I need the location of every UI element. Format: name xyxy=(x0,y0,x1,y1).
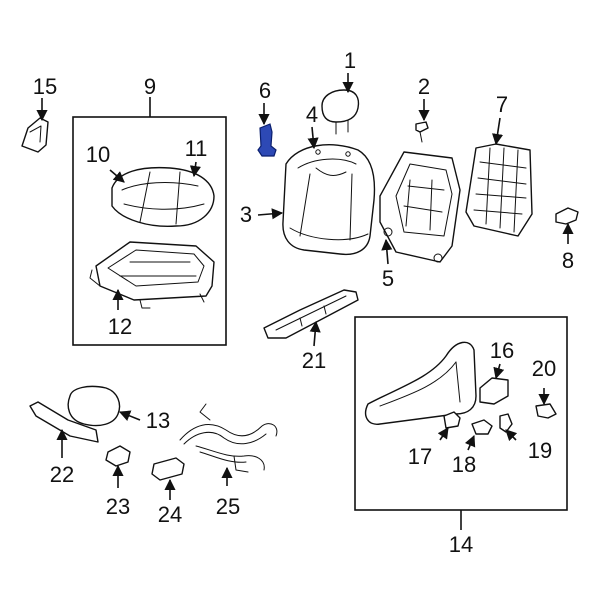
callout-18[interactable]: 18 xyxy=(452,452,476,477)
part-6-headrest-guide[interactable] xyxy=(257,123,277,157)
part-17-switch[interactable] xyxy=(443,411,461,429)
part-12-seat-frame[interactable] xyxy=(89,241,215,309)
part-13-armrest-pad[interactable] xyxy=(67,385,121,427)
leader-11 xyxy=(189,161,201,178)
leader-10 xyxy=(109,169,125,183)
callout-3[interactable]: 3 xyxy=(240,202,252,227)
leader-13 xyxy=(118,410,141,421)
callout-12[interactable]: 12 xyxy=(108,314,132,339)
leader-19 xyxy=(505,429,518,442)
callout-17[interactable]: 17 xyxy=(408,444,432,469)
callout-11[interactable]: 11 xyxy=(185,136,208,161)
callout-20[interactable]: 20 xyxy=(532,356,556,381)
leader-4 xyxy=(307,126,319,150)
leader-7 xyxy=(491,117,504,146)
callout-19[interactable]: 19 xyxy=(528,438,552,463)
callout-14[interactable]: 14 xyxy=(449,532,473,557)
callout-25[interactable]: 25 xyxy=(216,494,240,519)
part-19-knob[interactable] xyxy=(499,413,513,433)
part-10-seat-cushion-pad[interactable] xyxy=(111,166,215,228)
callout-4[interactable]: 4 xyxy=(306,102,318,127)
callout-23[interactable]: 23 xyxy=(106,494,130,519)
callout-22[interactable]: 22 xyxy=(50,462,74,487)
leader-17 xyxy=(437,427,449,441)
part-25-wiring-harness[interactable] xyxy=(179,403,278,473)
callout-13[interactable]: 13 xyxy=(146,408,170,433)
part-18-knob[interactable] xyxy=(471,419,493,435)
part-23-bracket[interactable] xyxy=(105,445,131,467)
part-24-module[interactable] xyxy=(151,457,185,481)
callouts: 1 2 3 4 5 6 7 8 9 10 11 12 13 14 15 16 1… xyxy=(33,48,574,557)
callout-7[interactable]: 7 xyxy=(496,92,508,117)
part-7-support-mat[interactable] xyxy=(465,143,533,237)
leader-lines xyxy=(36,73,574,530)
callout-10[interactable]: 10 xyxy=(86,142,110,167)
callout-21[interactable]: 21 xyxy=(302,348,326,373)
part-8-clip[interactable] xyxy=(555,207,579,225)
callout-6[interactable]: 6 xyxy=(259,78,271,103)
leader-18 xyxy=(464,434,476,451)
callout-16[interactable]: 16 xyxy=(490,338,514,363)
part-15-trim[interactable] xyxy=(21,117,49,153)
part-1-headrest[interactable] xyxy=(321,89,360,135)
callout-24[interactable]: 24 xyxy=(158,502,182,527)
part-14-side-shield[interactable] xyxy=(364,341,477,425)
leader-3 xyxy=(257,208,284,220)
part-5-seatback-frame[interactable] xyxy=(379,151,461,263)
callout-1[interactable]: 1 xyxy=(344,48,356,73)
part-16-switch-knob[interactable] xyxy=(479,377,509,405)
part-21-track-cover[interactable] xyxy=(263,289,359,339)
part-2-bolt[interactable] xyxy=(415,121,429,143)
part-20-knob[interactable] xyxy=(535,403,557,419)
callout-8[interactable]: 8 xyxy=(562,248,574,273)
part-3-seatback-cover[interactable] xyxy=(282,144,376,256)
callout-15[interactable]: 15 xyxy=(33,74,57,99)
part-22-trim-strip[interactable] xyxy=(29,401,99,443)
leader-21 xyxy=(309,320,321,347)
callout-5[interactable]: 5 xyxy=(382,266,394,291)
callout-2[interactable]: 2 xyxy=(418,74,430,99)
callout-9[interactable]: 9 xyxy=(144,74,156,99)
leader-16 xyxy=(493,363,505,380)
leader-5 xyxy=(381,238,393,265)
